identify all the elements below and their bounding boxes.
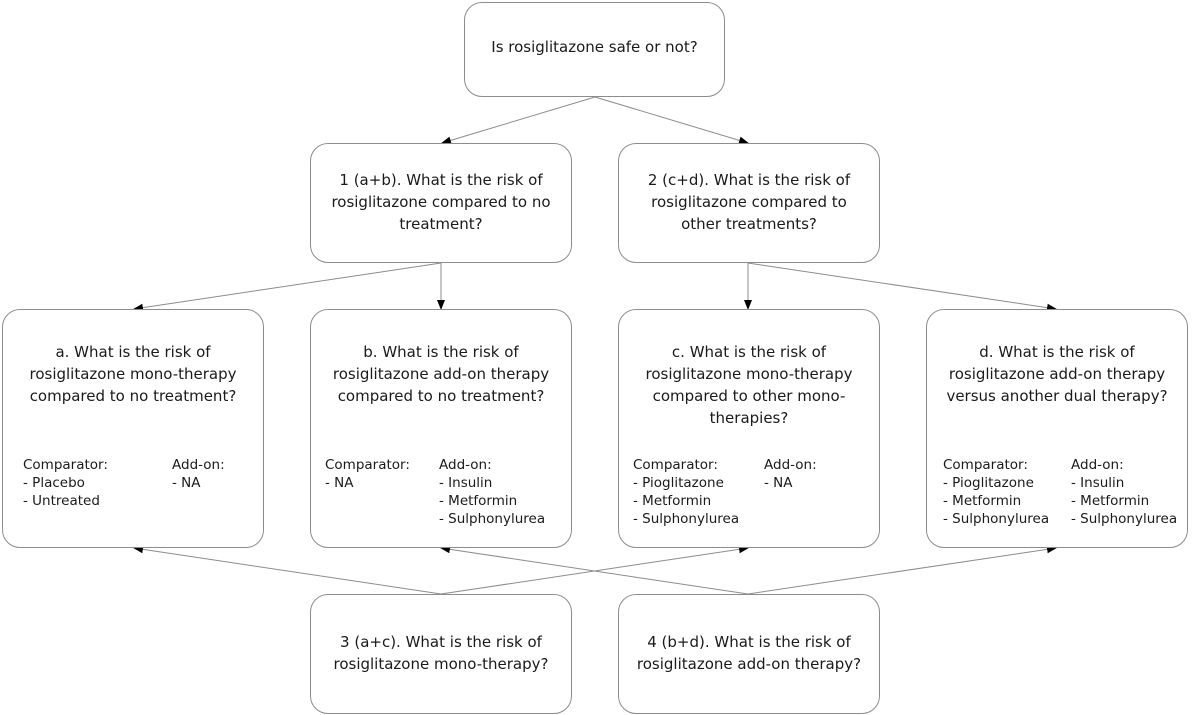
question-3-text: 3 (a+c). What is the risk of rosiglitazo… bbox=[333, 633, 549, 673]
addon-label: Add-on: bbox=[1071, 457, 1124, 473]
comparator-item: Untreated bbox=[23, 492, 108, 510]
edge-q4-to-qd bbox=[747, 545, 1057, 595]
question-d-text: d. What is the risk of rosiglitazone add… bbox=[946, 343, 1168, 405]
edge-q2-to-qd bbox=[747, 262, 1057, 312]
comparator-item: Sulphonylurea bbox=[943, 510, 1049, 528]
addon-label: Add-on: bbox=[764, 457, 817, 473]
comparator-item: Pioglitazone bbox=[943, 474, 1049, 492]
question-1-box: 1 (a+b). What is the risk of rosiglitazo… bbox=[310, 143, 572, 263]
question-2-box: 2 (c+d). What is the risk of rosiglitazo… bbox=[618, 143, 880, 263]
question-d-box: d. What is the risk of rosiglitazone add… bbox=[926, 309, 1188, 548]
root-question-box: Is rosiglitazone safe or not? bbox=[464, 2, 725, 97]
addon-label: Add-on: bbox=[439, 457, 492, 473]
addon-item: Metformin bbox=[439, 492, 545, 510]
question-c-comparator: Comparator: Pioglitazone Metformin Sulph… bbox=[633, 456, 739, 528]
comparator-label: Comparator: bbox=[23, 457, 108, 473]
question-4-text: 4 (b+d). What is the risk of rosiglitazo… bbox=[636, 633, 862, 673]
comparator-label: Comparator: bbox=[943, 457, 1028, 473]
addon-item: Sulphonylurea bbox=[1071, 510, 1177, 528]
edge-root-to-q1 bbox=[441, 96, 596, 145]
question-b-comparator: Comparator: NA bbox=[325, 456, 410, 492]
question-a-addon: Add-on: NA bbox=[172, 456, 225, 492]
edge-q4-to-qb bbox=[440, 545, 749, 595]
question-a-text: a. What is the risk of rosiglitazone mon… bbox=[29, 343, 237, 405]
question-c-addon: Add-on: NA bbox=[764, 456, 817, 492]
edge-q3-to-qa bbox=[133, 545, 442, 595]
question-a-box: a. What is the risk of rosiglitazone mon… bbox=[2, 309, 264, 548]
question-c-box: c. What is the risk of rosiglitazone mon… bbox=[618, 309, 880, 548]
root-question-text: Is rosiglitazone safe or not? bbox=[491, 38, 698, 56]
question-b-box: b. What is the risk of rosiglitazone add… bbox=[310, 309, 572, 548]
question-d-addon: Add-on: Insulin Metformin Sulphonylurea bbox=[1071, 456, 1177, 528]
comparator-item: Sulphonylurea bbox=[633, 510, 739, 528]
edge-q1-to-qa bbox=[133, 262, 442, 312]
addon-label: Add-on: bbox=[172, 457, 225, 473]
question-a-comparator: Comparator: Placebo Untreated bbox=[23, 456, 108, 510]
addon-item: NA bbox=[172, 474, 225, 492]
comparator-item: Placebo bbox=[23, 474, 108, 492]
comparator-item: Metformin bbox=[633, 492, 739, 510]
question-d-comparator: Comparator: Pioglitazone Metformin Sulph… bbox=[943, 456, 1049, 528]
edge-root-to-q2 bbox=[594, 96, 749, 145]
question-3-box: 3 (a+c). What is the risk of rosiglitazo… bbox=[310, 594, 572, 714]
comparator-item: Metformin bbox=[943, 492, 1049, 510]
addon-item: Metformin bbox=[1071, 492, 1177, 510]
addon-item: Insulin bbox=[1071, 474, 1177, 492]
question-2-text: 2 (c+d). What is the risk of rosiglitazo… bbox=[647, 171, 851, 233]
addon-item: Sulphonylurea bbox=[439, 510, 545, 528]
question-b-text: b. What is the risk of rosiglitazone add… bbox=[332, 343, 550, 405]
addon-item: Insulin bbox=[439, 474, 545, 492]
comparator-label: Comparator: bbox=[633, 457, 718, 473]
question-b-addon: Add-on: Insulin Metformin Sulphonylurea bbox=[439, 456, 545, 528]
question-1-text: 1 (a+b). What is the risk of rosiglitazo… bbox=[331, 171, 551, 233]
addon-item: NA bbox=[764, 474, 817, 492]
comparator-item: Pioglitazone bbox=[633, 474, 739, 492]
comparator-label: Comparator: bbox=[325, 457, 410, 473]
question-c-text: c. What is the risk of rosiglitazone mon… bbox=[645, 343, 853, 427]
comparator-item: NA bbox=[325, 474, 410, 492]
question-4-box: 4 (b+d). What is the risk of rosiglitazo… bbox=[618, 594, 880, 714]
